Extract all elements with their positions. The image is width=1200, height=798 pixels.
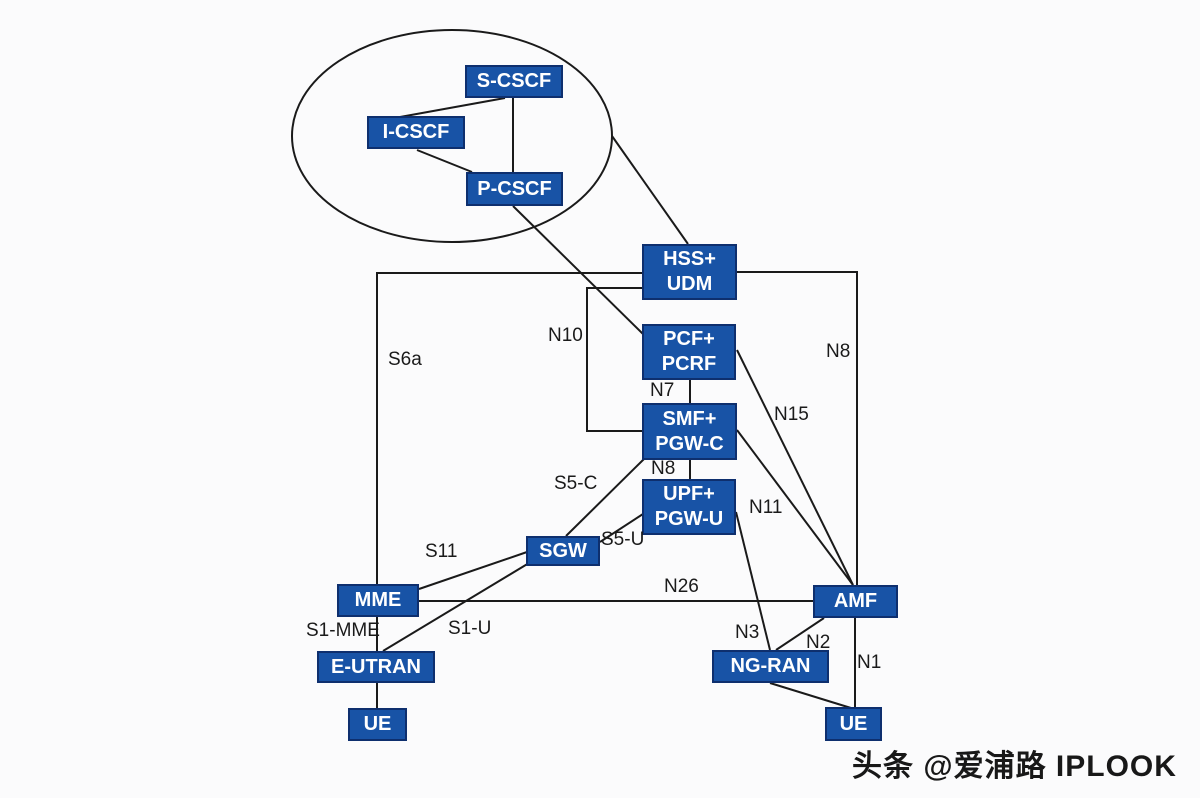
node-e-utran: E-UTRAN [317, 651, 435, 683]
edge-ngran-ue [769, 682, 852, 709]
edge-n15 [736, 349, 854, 586]
edge-n8-right [737, 271, 858, 585]
node-s-cscf-label: S-CSCF [476, 70, 552, 92]
edge-n10 [586, 287, 643, 432]
node-pcf-pcrf-line1: PCF+ [663, 328, 715, 350]
label-s1-mme: S1-MME [306, 620, 380, 641]
label-n11: N11 [749, 497, 783, 518]
node-sgw-label: SGW [539, 539, 587, 562]
node-i-cscf: I-CSCF [367, 116, 465, 149]
node-hss-udm: HSS+ UDM [642, 244, 737, 300]
label-n10: N10 [548, 325, 583, 346]
node-upf-pgwu-line1: UPF+ [663, 483, 715, 505]
node-p-cscf: P-CSCF [466, 172, 563, 206]
edge-s11 [418, 551, 528, 590]
node-hss-udm-line1: HSS+ [663, 248, 716, 270]
node-ue-4g: UE [348, 708, 407, 741]
label-s1-u: S1-U [448, 618, 492, 639]
edge-n3 [735, 511, 771, 651]
node-s-cscf: S-CSCF [465, 65, 563, 98]
node-pcf-pcrf-line2: PCRF [661, 353, 717, 375]
label-n8-right: N8 [826, 341, 851, 362]
label-n1: N1 [857, 652, 882, 673]
node-mme-label: MME [354, 589, 402, 611]
edge-s6a [376, 272, 643, 584]
edge-n11 [736, 429, 854, 586]
edge-s5u [599, 513, 644, 543]
edge-icscf-pcscf [416, 149, 473, 173]
node-e-utran-label: E-UTRAN [331, 655, 421, 678]
node-sgw: SGW [526, 536, 600, 566]
edge-ims-hss [611, 135, 689, 245]
label-n8-mid: N8 [651, 458, 676, 479]
node-hss-udm-line2: UDM [666, 273, 713, 295]
watermark-text: 头条 @爱浦路 IPLOOK [852, 750, 1177, 783]
node-amf: AMF [813, 585, 898, 618]
edge-s1u [382, 562, 530, 652]
node-ng-ran-label: NG-RAN [730, 655, 811, 677]
node-pcf-pcrf: PCF+ PCRF [642, 324, 736, 380]
node-amf-label: AMF [833, 590, 878, 612]
label-s11: S11 [425, 541, 458, 562]
node-p-cscf-label: P-CSCF [477, 177, 552, 200]
node-upf-pgwu-line2: PGW-U [654, 508, 724, 530]
node-mme: MME [337, 584, 419, 617]
label-s6a: S6a [388, 349, 422, 370]
node-i-cscf-label: I-CSCF [382, 121, 450, 143]
label-n26: N26 [664, 576, 699, 597]
label-n15: N15 [774, 404, 809, 425]
node-ng-ran: NG-RAN [712, 650, 829, 683]
edge-pcscf-pcf [512, 205, 644, 335]
label-n3: N3 [735, 622, 760, 643]
label-n7: N7 [650, 380, 675, 401]
node-smf-pgwc-line2: PGW-C [655, 432, 724, 455]
edge-s5c [565, 458, 645, 537]
node-ue-4g-label: UE [363, 713, 392, 735]
node-smf-pgwc: SMF+ PGW-C [642, 403, 737, 460]
edge-n2 [775, 617, 825, 651]
label-n2: N2 [806, 632, 831, 653]
edge-icscf-scscf [399, 97, 506, 118]
label-s5u: S5-U [601, 529, 645, 550]
node-ue-5g-label: UE [839, 712, 868, 735]
node-upf-pgwu: UPF+ PGW-U [642, 479, 736, 535]
node-ue-5g: UE [825, 707, 882, 741]
node-smf-pgwc-line1: SMF+ [662, 407, 717, 430]
label-s5c: S5-C [554, 473, 598, 494]
